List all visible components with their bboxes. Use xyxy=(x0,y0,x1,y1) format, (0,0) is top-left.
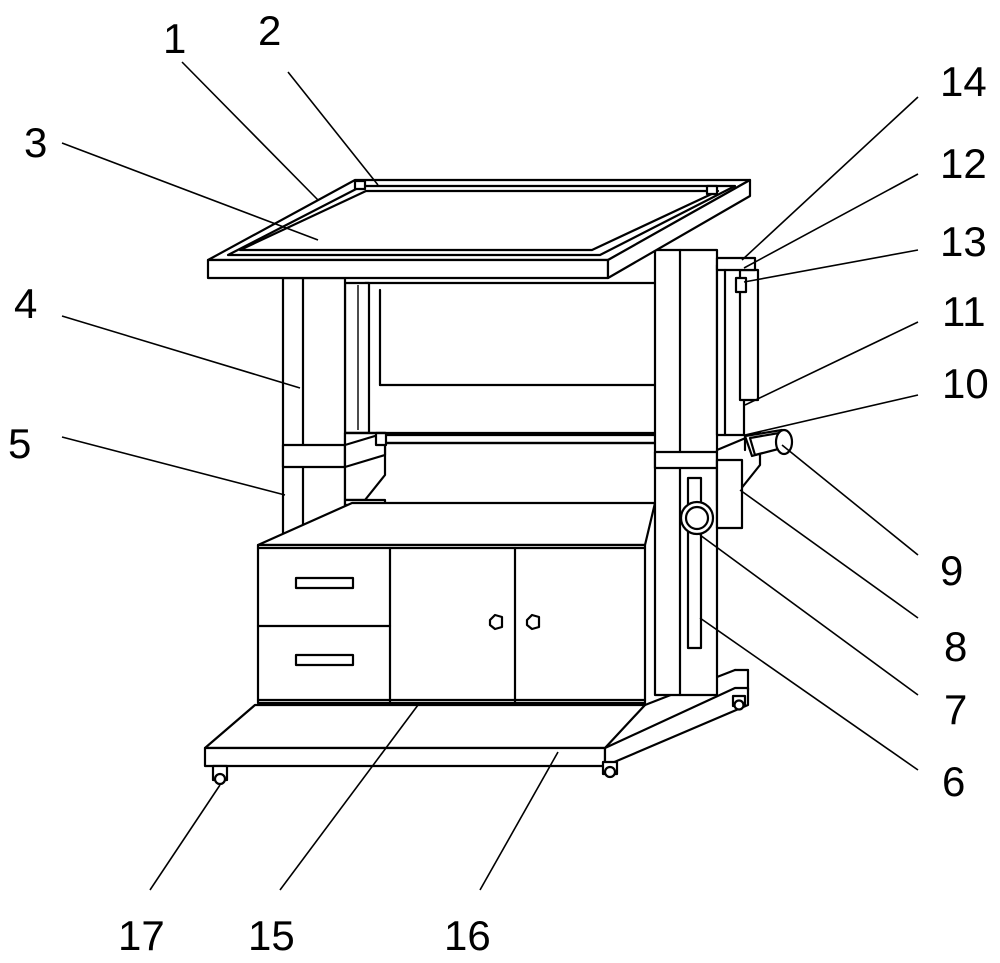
label-12: 12 xyxy=(940,140,987,187)
label-10: 10 xyxy=(942,360,989,407)
label-8: 8 xyxy=(944,623,967,670)
drawer-handle-top xyxy=(296,578,353,588)
label-2: 2 xyxy=(258,7,281,54)
label-6: 6 xyxy=(942,758,965,805)
cabinet xyxy=(258,545,645,703)
label-13: 13 xyxy=(940,218,987,265)
label-3: 3 xyxy=(24,119,47,166)
drawer-handle-bottom xyxy=(296,655,353,665)
label-1: 1 xyxy=(163,15,186,62)
back-frame xyxy=(345,283,660,443)
label-9: 9 xyxy=(940,547,963,594)
door-knob-right xyxy=(527,615,539,629)
label-17: 17 xyxy=(118,912,165,959)
door-knob-left xyxy=(490,615,502,629)
right-rail xyxy=(717,258,758,435)
label-15: 15 xyxy=(248,912,295,959)
reference-labels: 1 2 3 4 5 6 7 8 9 10 11 12 13 14 15 16 1… xyxy=(8,7,989,959)
label-14: 14 xyxy=(940,58,987,105)
label-5: 5 xyxy=(8,420,31,467)
label-7: 7 xyxy=(944,686,967,733)
label-4: 4 xyxy=(14,280,37,327)
label-11: 11 xyxy=(942,288,986,335)
label-16: 16 xyxy=(444,912,491,959)
